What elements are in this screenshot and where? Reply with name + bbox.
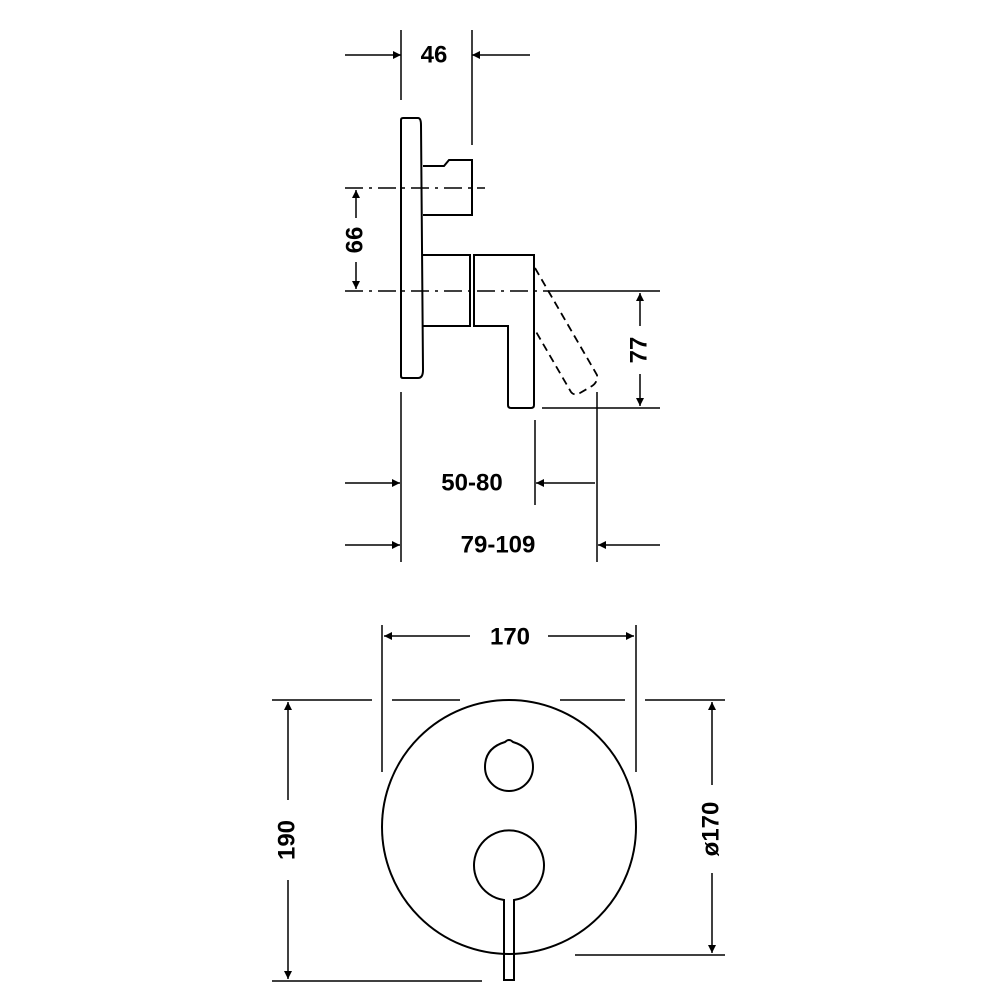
dim-190: 190 xyxy=(273,820,300,860)
side-dimensions: 46 66 77 50-80 79-109 xyxy=(341,30,660,562)
cover-plate-circle xyxy=(381,699,637,955)
side-view xyxy=(345,117,660,409)
dim-diameter-170: ø170 xyxy=(697,802,724,857)
cover-plate xyxy=(400,117,425,379)
dim-170: 170 xyxy=(490,623,530,650)
dim-79-109: 79-109 xyxy=(461,531,536,558)
diverter-knob-front xyxy=(483,739,535,792)
dim-50-80: 50-80 xyxy=(441,469,502,496)
dim-77: 77 xyxy=(625,337,652,364)
front-view xyxy=(381,699,637,981)
lever-rotated-outline xyxy=(534,267,599,396)
dim-66: 66 xyxy=(341,227,368,254)
dim-46: 46 xyxy=(421,41,448,68)
lever-handle xyxy=(473,254,535,409)
diverter-knob xyxy=(423,159,473,216)
lever-hub-and-stem xyxy=(473,829,545,981)
front-dimensions: 170 190 ø170 xyxy=(272,623,725,982)
